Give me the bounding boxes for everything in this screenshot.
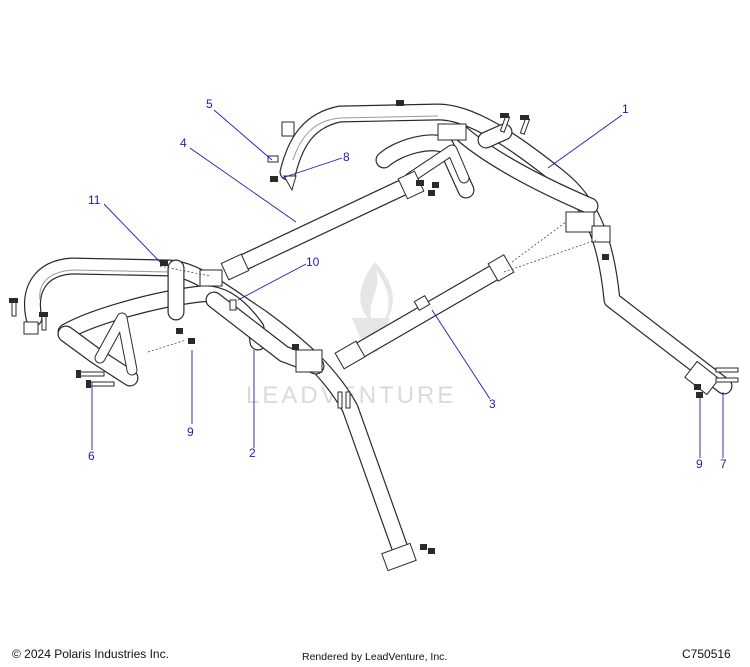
bolt-icon [229, 299, 237, 311]
nut-icon [602, 254, 703, 398]
bolt-icon [519, 115, 531, 135]
callouts: 1 2 3 4 5 6 7 8 9 9 10 11 [88, 97, 727, 471]
callout-9: 9 [187, 425, 194, 439]
bolt-icon [9, 298, 18, 317]
callout-10: 10 [306, 255, 320, 269]
rendered-by-text: Rendered by LeadVenture, Inc. [302, 651, 448, 663]
bolt-icon [39, 312, 48, 331]
bolt-icon [715, 367, 739, 383]
nut-icon [396, 100, 439, 196]
bolt-icon [499, 113, 511, 133]
fasteners [9, 100, 739, 554]
callout-7: 7 [720, 457, 727, 471]
callout-4: 4 [180, 136, 187, 150]
nut-icon [160, 260, 299, 350]
callout-8: 8 [343, 150, 350, 164]
callout-11: 11 [88, 193, 101, 207]
bolt-icon [337, 391, 351, 409]
callout-3: 3 [489, 397, 496, 411]
copyright-text: © 2024 Polaris Industries Inc. [12, 647, 169, 661]
part-1-roll-bar [279, 103, 733, 396]
callout-6: 6 [88, 449, 95, 463]
bolt-icon [76, 370, 105, 378]
drawing-number: C750516 [682, 647, 731, 661]
assembly-lines [147, 221, 597, 353]
part-3-cross-tube [334, 254, 515, 370]
bolt-icon [267, 155, 279, 182]
callout-9-right: 9 [696, 457, 703, 471]
part-4-cross-tube [220, 170, 425, 281]
callout-5: 5 [206, 97, 213, 111]
callout-2: 2 [249, 446, 256, 460]
nut-icon [420, 544, 435, 554]
callout-1: 1 [622, 102, 629, 116]
bolt-icon [86, 380, 115, 388]
part-2-roll-bar [23, 257, 417, 572]
leader-lines [91, 109, 724, 458]
